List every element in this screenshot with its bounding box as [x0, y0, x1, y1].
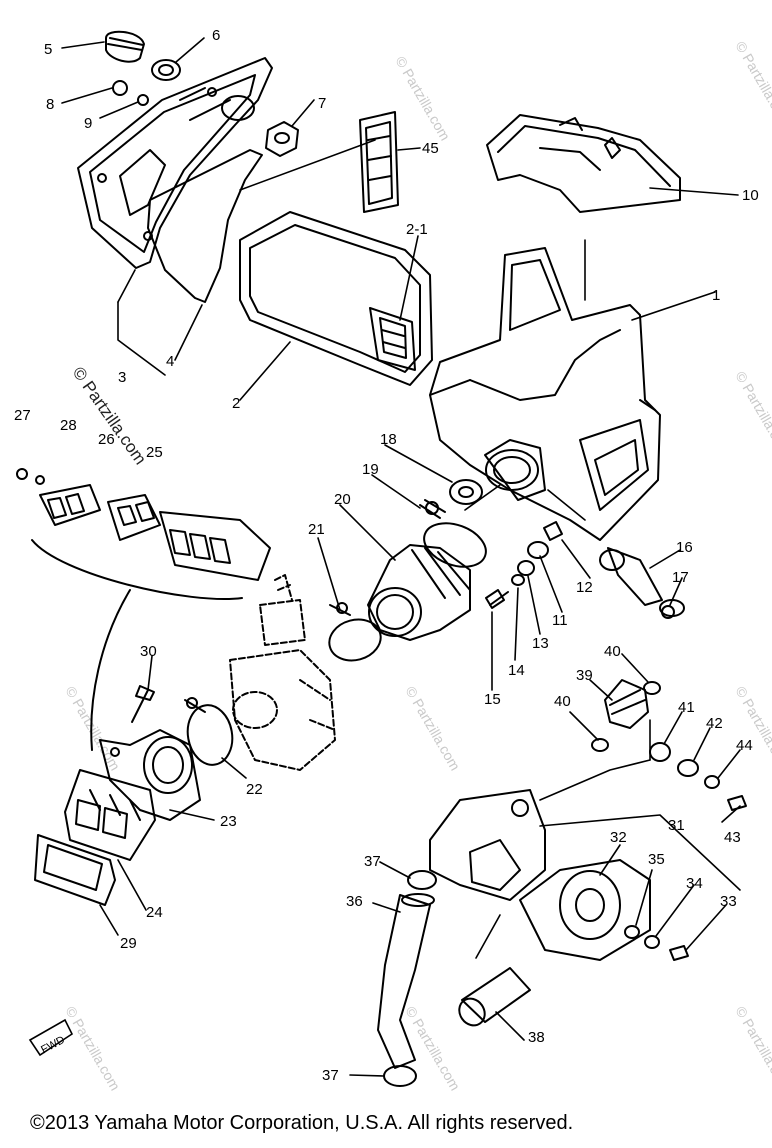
part-label: 4: [166, 353, 174, 370]
part-label: 35: [648, 851, 665, 868]
watermark-text: © Partzilla.com: [732, 1004, 772, 1094]
reed-subassembly-group: [16, 468, 271, 600]
part-label: 6: [212, 27, 220, 44]
part-label: 7: [318, 95, 326, 112]
filter-element-part-45: [359, 111, 399, 213]
part-label: 41: [678, 699, 695, 716]
part-label: 2-1: [406, 221, 428, 238]
part-label: 15: [484, 691, 501, 708]
part-label: 42: [706, 715, 723, 732]
watermark-logo: © Partzilla.com: [69, 363, 150, 468]
part-label: 23: [220, 813, 237, 830]
part-label: 16: [676, 539, 693, 556]
part-label: 5: [44, 41, 52, 58]
part-label: 31: [668, 817, 685, 834]
washer-part: [137, 94, 149, 106]
reed-valve-part: [64, 769, 156, 861]
part-label: 37: [364, 853, 381, 870]
part-label: 2: [232, 395, 240, 412]
watermark-text: © Partzilla.com: [732, 369, 772, 459]
lower-case-part: [429, 789, 689, 961]
gasket-part-29: [34, 834, 116, 906]
manifold-part: [99, 729, 201, 821]
part-label: 33: [720, 893, 737, 910]
part-label: 32: [610, 829, 627, 846]
clamp-part-37: [383, 1065, 417, 1087]
part-label: 45: [422, 140, 439, 157]
duct-cover-part: [486, 114, 681, 213]
assembly-arrow: [90, 589, 131, 751]
leader-lines: [61, 37, 741, 1077]
clamp-part-22: [184, 697, 234, 766]
part-label: 30: [140, 643, 157, 660]
part-label: 39: [576, 667, 593, 684]
breather-parts-group: [591, 679, 747, 811]
part-label: 21: [308, 521, 325, 538]
part-label: 22: [246, 781, 263, 798]
part-label: 40: [604, 643, 621, 660]
watermark-text: © Partzilla.com: [732, 684, 772, 774]
joint-boot-part: [367, 544, 471, 641]
part-label: 36: [346, 893, 363, 910]
part-label: 43: [724, 829, 741, 846]
grommet-part: [151, 59, 181, 81]
part-label: 3: [118, 369, 126, 386]
part-label: 29: [120, 935, 137, 952]
copyright-notice: ©2013 Yamaha Motor Corporation, U.S.A. A…: [30, 1112, 574, 1134]
part-label: 13: [532, 635, 549, 652]
air-cleaner-case-part: [429, 247, 661, 541]
part-label: 26: [98, 431, 115, 448]
part-label: 10: [742, 187, 759, 204]
part-label: 28: [60, 417, 77, 434]
pipe-part-36: [377, 893, 435, 1069]
fwd-direction-badge: FWD: [28, 1018, 74, 1056]
part-label: 8: [46, 96, 54, 113]
grommet-part-18: [449, 479, 483, 505]
watermark-text: © Partzilla.com: [402, 684, 463, 774]
carburetor-part: [229, 574, 336, 771]
tube-part-38: [458, 967, 531, 1027]
clamp-part-19: [419, 499, 487, 568]
seal-gasket-part: [147, 149, 263, 303]
part-label: 14: [508, 662, 525, 679]
part-label: 40: [554, 693, 571, 710]
part-label: 27: [14, 407, 31, 424]
part-label: 20: [334, 491, 351, 508]
bolt-part: [112, 80, 128, 96]
part-label: 37: [322, 1067, 339, 1084]
part-label: 18: [380, 431, 397, 448]
part-number-labels: 1 2 2-1 3 4 5 6 7 8 9 10 11 12 13 14 15 …: [14, 27, 759, 1084]
part-label: 24: [146, 904, 163, 921]
part-label: 25: [146, 444, 163, 461]
watermark-text: © Partzilla.com: [732, 39, 772, 129]
cap-part: [105, 30, 145, 63]
watermark-text: © Partzilla.com: [392, 54, 453, 144]
hose-part-16: [599, 547, 685, 619]
part-label: 44: [736, 737, 753, 754]
part-label: 12: [576, 579, 593, 596]
part-label: 9: [84, 115, 92, 132]
part-label: 19: [362, 461, 379, 478]
watermark-text: © Partzilla.com: [62, 1004, 123, 1094]
bolt-part-30: [131, 685, 155, 723]
air-filter-part: [239, 211, 433, 386]
nut-part: [265, 121, 299, 157]
part-label: 34: [686, 875, 703, 892]
part-label: 17: [672, 569, 689, 586]
clamp-part-37: [407, 870, 437, 890]
part-label: 1: [712, 287, 720, 304]
part-label: 11: [552, 612, 568, 629]
small-fittings-group: [485, 521, 563, 609]
part-label: 38: [528, 1029, 545, 1046]
